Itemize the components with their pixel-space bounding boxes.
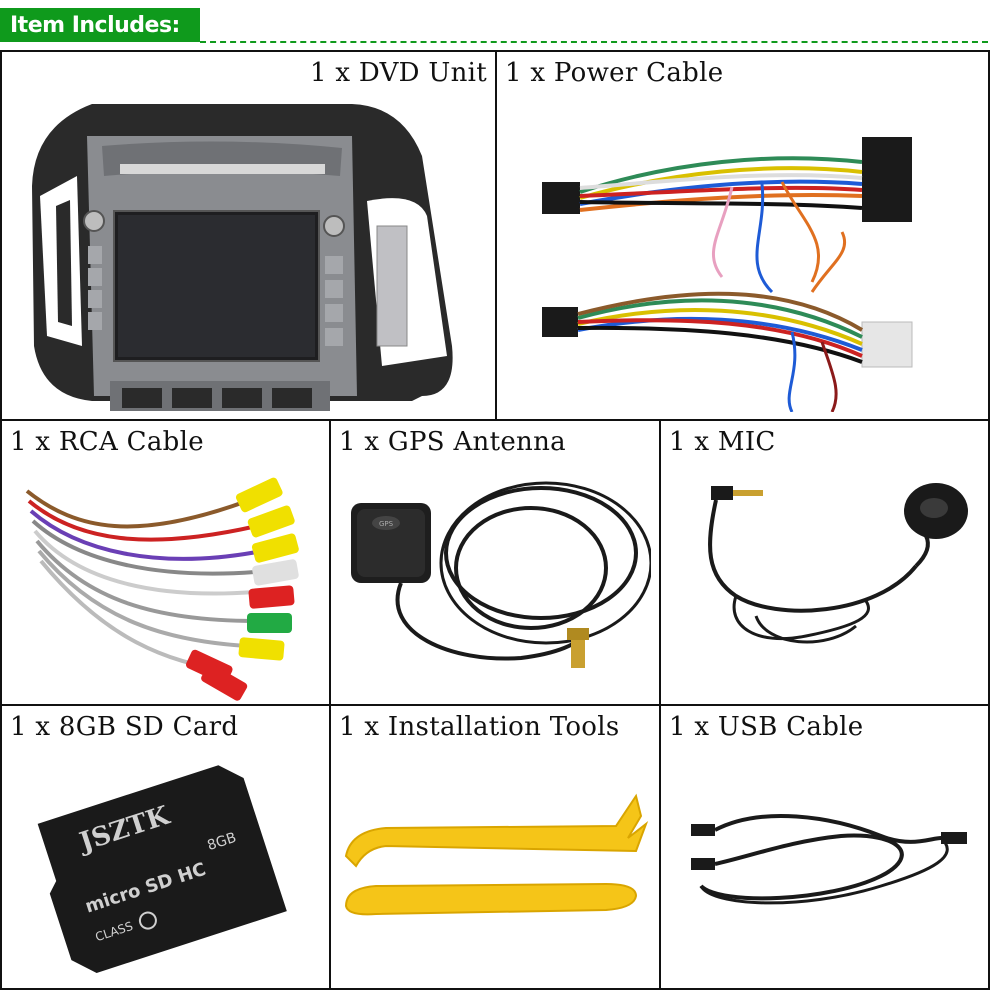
item-cell-sd-card: 1 x 8GB SD Card JSZTK 8GB micro SD HC CL… [0,704,331,990]
header-title: Item Includes: [10,12,180,38]
header-bar: Item Includes: [0,8,200,42]
item-label: 1 x USB Cable [669,712,864,742]
rca-cable-icon [25,477,299,701]
item-cell-usb-cable: 1 x USB Cable [659,704,990,990]
pry-tools-icon [344,793,649,916]
item-label: 1 x 8GB SD Card [10,712,239,742]
item-cell-dvd-unit: 1 x DVD Unit [0,50,497,421]
power-cable-icon [542,137,913,412]
item-cell-rca-cable: 1 x RCA Cable [0,419,331,706]
mic-icon [708,483,968,644]
item-label: 1 x RCA Cable [10,427,204,457]
item-label: 1 x GPS Antenna [339,427,566,457]
dvd-unit-icon [32,104,453,411]
usb-cable-icon [691,813,967,905]
item-label: 1 x MIC [669,427,776,457]
item-label: 1 x Power Cable [505,58,724,88]
item-cell-installation-tools: 1 x Installation Tools [329,704,661,990]
item-label: 1 x DVD Unit [309,58,487,88]
gps-mark: GPS [379,520,394,528]
sd-card-icon: JSZTK 8GB micro SD HC CLASS [37,765,287,973]
item-label: 1 x Installation Tools [339,712,620,742]
item-cell-mic: 1 x MIC [659,419,990,706]
gps-antenna-icon: GPS [351,481,651,668]
item-cell-power-cable: 1 x Power Cable [495,50,990,421]
item-cell-gps-antenna: 1 x GPS Antenna GPS [329,419,661,706]
header-divider [200,41,988,43]
